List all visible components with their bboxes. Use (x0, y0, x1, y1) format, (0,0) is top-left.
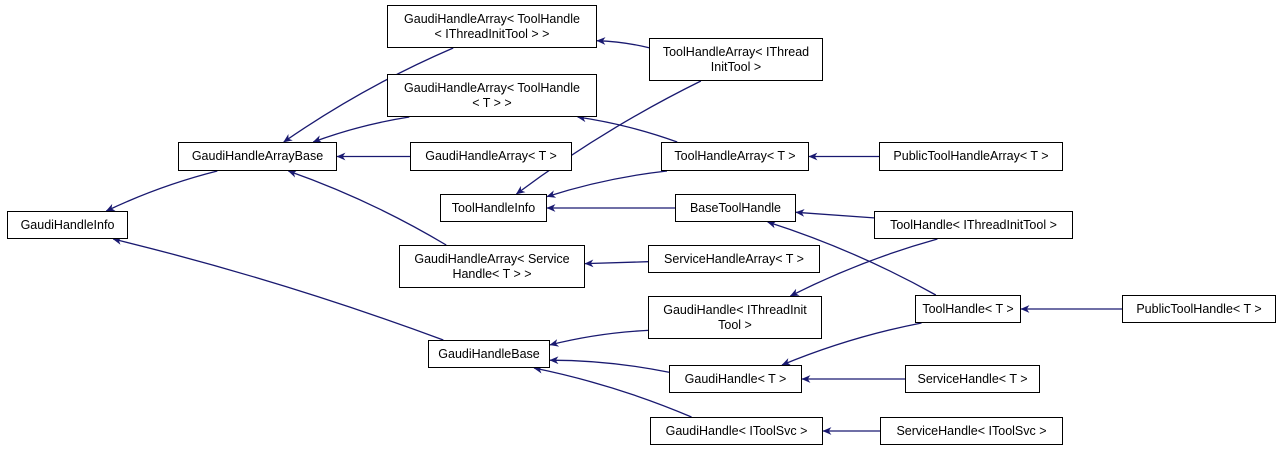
inheritance-edge (287, 170, 447, 246)
class-node-gha_toolhandle_t[interactable]: GaudiHandleArray< ToolHandle < T > > (387, 74, 597, 117)
class-node-label: GaudiHandleArray< Service Handle< T > > (414, 251, 570, 281)
inheritance-edge (533, 365, 692, 418)
inheritance-edge (112, 237, 444, 341)
inheritance-edge (546, 170, 668, 198)
class-node-toolhandlearray_t[interactable]: ToolHandleArray< T > (661, 142, 809, 171)
class-node-label: ToolHandleArray< IThread InitTool > (662, 44, 810, 74)
class-node-gaudihandle_t[interactable]: GaudiHandle< T > (669, 365, 802, 393)
class-node-gha_servicehandle_t[interactable]: GaudiHandleArray< Service Handle< T > > (399, 245, 585, 288)
class-node-servicehandle_t[interactable]: ServiceHandle< T > (905, 365, 1040, 393)
inheritance-edge (105, 170, 218, 212)
class-node-gaudihandleinfo[interactable]: GaudiHandleInfo (7, 211, 128, 239)
class-node-basetoolhandle[interactable]: BaseToolHandle (675, 194, 796, 222)
inheritance-edge (584, 259, 649, 268)
class-node-label: GaudiHandle< IToolSvc > (665, 423, 808, 438)
class-node-label: GaudiHandleBase (438, 346, 540, 361)
class-node-label: ServiceHandleArray< T > (664, 251, 804, 266)
class-node-label: GaudiHandleArray< T > (425, 149, 557, 163)
class-node-label: PublicToolHandle< T > (1136, 301, 1262, 316)
class-node-gha_toolhandle_ithreadinittool[interactable]: GaudiHandleArray< ToolHandle < IThreadIn… (387, 5, 597, 48)
class-node-label: GaudiHandle< IThreadInit Tool > (663, 302, 807, 332)
inheritance-edge (577, 114, 678, 143)
class-node-toolhandle_t[interactable]: ToolHandle< T > (915, 295, 1021, 323)
class-node-toolhandle_ithreadinittool[interactable]: ToolHandle< IThreadInitTool > (874, 211, 1073, 239)
class-node-gaudihandle_ithreadinittool[interactable]: GaudiHandle< IThreadInit Tool > (648, 296, 822, 339)
class-node-gaudihandlearray_t[interactable]: GaudiHandleArray< T > (410, 142, 572, 171)
class-node-label: ToolHandle< IThreadInitTool > (890, 217, 1057, 232)
class-node-servicehandle_itoolsvc[interactable]: ServiceHandle< IToolSvc > (880, 417, 1063, 445)
class-node-toolhandleinfo[interactable]: ToolHandleInfo (440, 194, 547, 222)
class-node-label: GaudiHandleArrayBase (191, 149, 324, 163)
class-node-label: ServiceHandle< IToolSvc > (896, 423, 1047, 438)
class-node-gaudihandlebase[interactable]: GaudiHandleBase (428, 340, 550, 368)
class-node-label: GaudiHandleInfo (20, 217, 115, 232)
class-node-publictoolhandle_t[interactable]: PublicToolHandle< T > (1122, 295, 1276, 323)
class-node-label: GaudiHandle< T > (684, 371, 787, 386)
class-node-servicehandlearray_t[interactable]: ServiceHandleArray< T > (648, 245, 820, 273)
inheritance-edge (549, 329, 649, 347)
class-node-label: ToolHandleArray< T > (674, 149, 796, 163)
class-node-publictoolhandlearray_t[interactable]: PublicToolHandleArray< T > (879, 142, 1063, 171)
inheritance-edge (795, 209, 875, 219)
class-node-gaudihandle_itoolsvc[interactable]: GaudiHandle< IToolSvc > (650, 417, 823, 445)
inheritance-edge (312, 116, 410, 143)
inheritance-edge (549, 356, 670, 373)
inheritance-edge (596, 37, 650, 49)
class-node-toolhandlearray_ithreadinittool[interactable]: ToolHandleArray< IThread InitTool > (649, 38, 823, 81)
class-node-gaudihandlearraybase[interactable]: GaudiHandleArrayBase (178, 142, 337, 171)
class-node-label: ToolHandleInfo (451, 200, 536, 215)
class-node-label: PublicToolHandleArray< T > (893, 149, 1049, 163)
class-node-label: BaseToolHandle (689, 200, 782, 215)
class-node-label: ToolHandle< T > (922, 301, 1014, 316)
class-node-label: GaudiHandleArray< ToolHandle < T > > (404, 80, 580, 110)
class-node-label: ServiceHandle< T > (917, 371, 1028, 386)
class-node-label: GaudiHandleArray< ToolHandle < IThreadIn… (404, 11, 580, 41)
